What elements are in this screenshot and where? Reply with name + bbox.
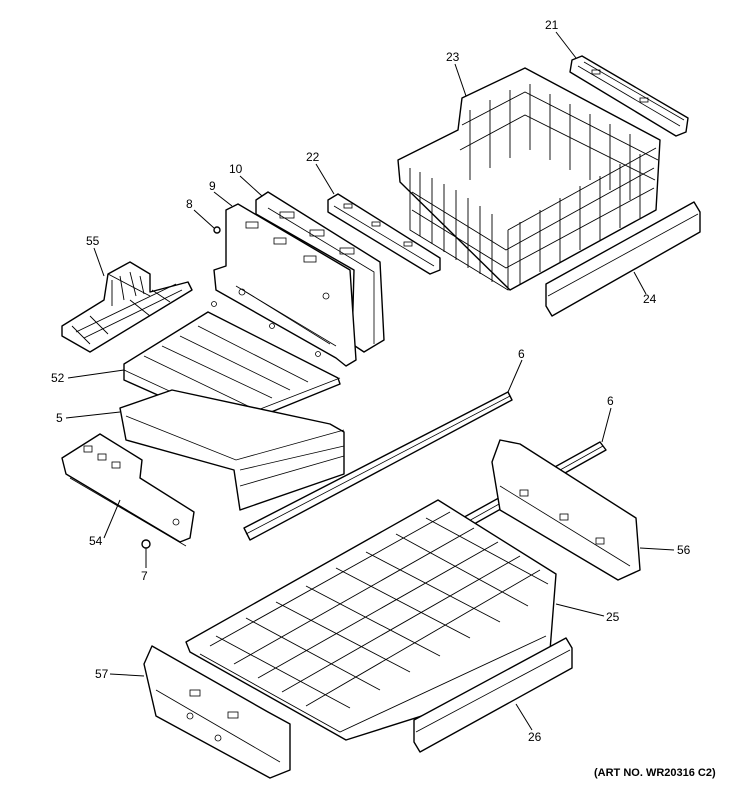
art-number: (ART NO. WR20316 C2) — [594, 767, 716, 779]
callout-55: 55 — [86, 234, 100, 248]
part-23-upper-wire-basket — [397, 67, 661, 291]
leader-lines — [65, 31, 675, 731]
part-21-upper-rail — [569, 55, 689, 137]
callout-labels: 21 23 22 10 9 8 55 24 52 5 6 6 54 7 56 2… — [51, 18, 691, 744]
callout-7: 7 — [141, 569, 148, 583]
part-56-right-rail — [491, 439, 641, 581]
callout-21: 21 — [545, 18, 559, 32]
callout-8: 8 — [186, 197, 193, 211]
callout-23: 23 — [446, 50, 460, 64]
part-5-pan — [119, 389, 345, 511]
callout-26: 26 — [528, 730, 542, 744]
callout-52: 52 — [51, 371, 65, 385]
callout-6-upper: 6 — [518, 347, 525, 361]
callout-9: 9 — [209, 179, 216, 193]
part-57-front-bracket — [143, 645, 291, 779]
part-24-upper-trim — [545, 201, 701, 317]
part-10-rear-bracket — [255, 191, 385, 353]
callout-6-lower: 6 — [607, 394, 614, 408]
callout-56: 56 — [677, 543, 691, 557]
part-55-insert — [61, 261, 193, 353]
part-6-upper-divider — [243, 391, 513, 541]
callout-24: 24 — [643, 292, 657, 306]
part-7-screw — [141, 539, 151, 549]
callout-54: 54 — [89, 534, 103, 548]
part-9-front-bracket — [211, 203, 357, 367]
part-8-screw — [213, 226, 221, 234]
part-26-lower-trim — [413, 637, 573, 753]
callout-22: 22 — [306, 150, 320, 164]
part-22-rail — [327, 193, 441, 275]
part-54-left-rail — [61, 433, 195, 547]
part-25-lower-wire-basket — [185, 499, 557, 741]
callout-57: 57 — [95, 667, 109, 681]
callout-10: 10 — [229, 162, 243, 176]
callout-25: 25 — [606, 610, 620, 624]
callout-5: 5 — [56, 411, 63, 425]
